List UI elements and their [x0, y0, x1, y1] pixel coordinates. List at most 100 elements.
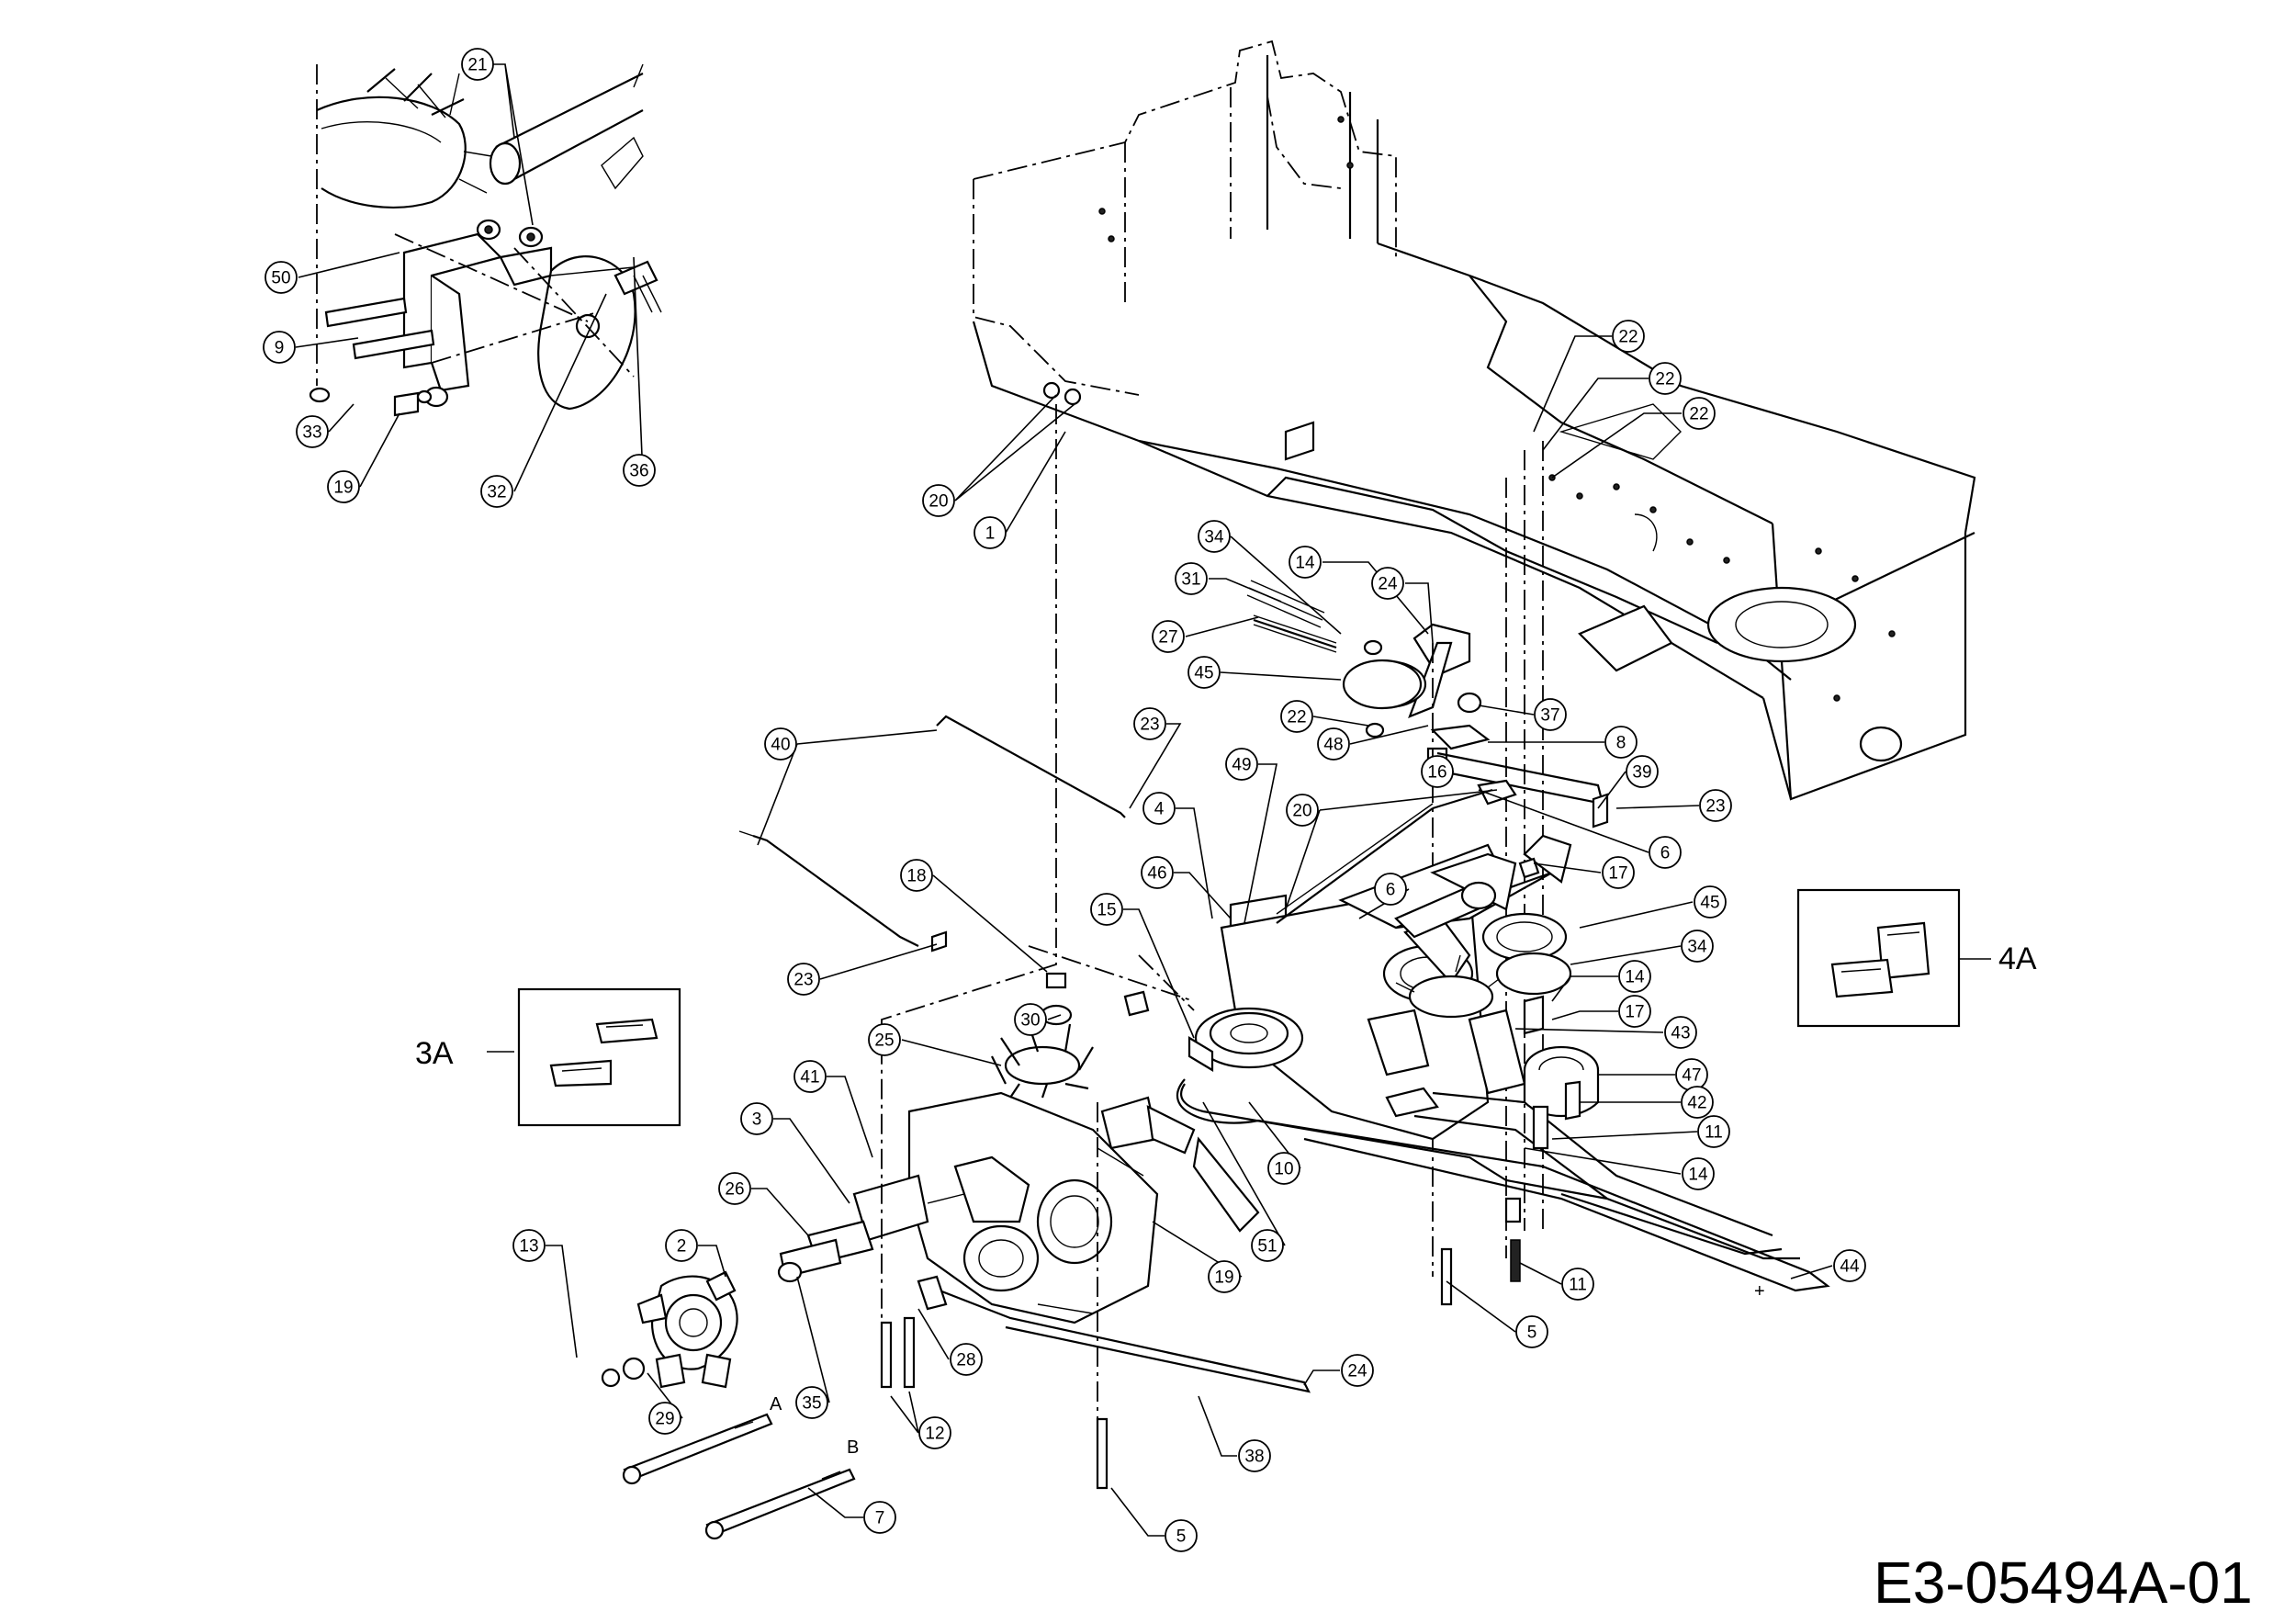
callout-5-low: 5: [1165, 1519, 1198, 1552]
callout-33: 33: [296, 415, 329, 448]
callout-circle: [1515, 1315, 1548, 1348]
callout-circle: [793, 1060, 827, 1093]
callout-number: 22: [1287, 708, 1306, 727]
callout-number: 6: [1660, 844, 1671, 863]
callout-circle: [740, 1102, 773, 1135]
callout-circle: [1681, 930, 1714, 963]
callout-number: 15: [1097, 901, 1116, 920]
callout-number: 39: [1632, 763, 1651, 783]
callout-circle: [950, 1343, 983, 1376]
callout-46: 46: [1141, 856, 1174, 889]
callout-number: 41: [800, 1068, 819, 1088]
detail-box-4a: [1796, 888, 1961, 1028]
callout-number: 17: [1608, 864, 1627, 884]
callout-number: 17: [1625, 1003, 1644, 1022]
callout-27: 27: [1152, 620, 1185, 653]
callout-circle: [1682, 1157, 1715, 1190]
callout-number: 22: [1689, 405, 1708, 424]
callout-18: 18: [900, 859, 933, 892]
callout-20-mid: 20: [1286, 794, 1319, 827]
detail-label-3a: 3A: [415, 1036, 454, 1071]
callout-49: 49: [1225, 748, 1258, 781]
callout-12: 12: [918, 1416, 951, 1449]
callout-number: 22: [1655, 370, 1674, 389]
callout-circle: [918, 1416, 951, 1449]
callout-44: 44: [1833, 1249, 1866, 1282]
callout-24-top: 24: [1371, 567, 1404, 600]
callout-14-top: 14: [1289, 546, 1322, 579]
callout-number: 11: [1705, 1123, 1723, 1143]
detail-box-3a: [517, 987, 681, 1127]
callout-15: 15: [1090, 893, 1123, 926]
callout-34-right: 34: [1681, 930, 1714, 963]
callout-number: 20: [1292, 802, 1311, 821]
belt-plus-mark: +: [1754, 1281, 1765, 1302]
callout-number: 30: [1020, 1011, 1040, 1031]
callout-circle: [1141, 856, 1174, 889]
callout-48: 48: [1317, 727, 1350, 761]
right-transaxle: [1176, 834, 1830, 1292]
callout-35: 35: [795, 1386, 828, 1419]
callout-number: 23: [793, 971, 813, 990]
callout-number: 32: [487, 483, 506, 502]
callout-number: 10: [1274, 1160, 1293, 1179]
hub-assembly: [601, 1270, 856, 1540]
callout-number: 49: [1232, 756, 1251, 775]
callout-32: 32: [480, 475, 513, 508]
callout-number: 14: [1688, 1166, 1708, 1185]
callout-19-low: 19: [1208, 1260, 1241, 1293]
callout-circle: [795, 1386, 828, 1419]
callout-circle: [1251, 1229, 1284, 1262]
callout-number: 9: [275, 339, 285, 358]
callout-16: 16: [1421, 755, 1454, 788]
callout-number: 31: [1181, 570, 1200, 590]
callout-circle: [1198, 520, 1231, 553]
callout-1: 1: [974, 516, 1007, 549]
callout-circle: [868, 1023, 901, 1056]
callout-circle: [1561, 1268, 1594, 1301]
callout-14-mid: 14: [1618, 960, 1651, 993]
callout-50: 50: [264, 261, 298, 294]
callout-47: 47: [1675, 1058, 1708, 1091]
control-rods: [738, 404, 1609, 1490]
callout-circle: [1534, 698, 1567, 731]
callout-number: 47: [1682, 1066, 1701, 1086]
callout-23-left: 23: [787, 963, 820, 996]
callout-number: 37: [1540, 706, 1559, 726]
callout-circle: [900, 859, 933, 892]
callout-circle: [718, 1172, 751, 1205]
detail-label-4a: 4A: [1998, 941, 2037, 976]
callout-number: 23: [1705, 797, 1725, 817]
callout-number: 28: [956, 1351, 975, 1370]
callout-14-low: 14: [1682, 1157, 1715, 1190]
callout-circle: [1664, 1016, 1697, 1049]
callout-number: 19: [333, 479, 353, 498]
callout-circle: [974, 516, 1007, 549]
callout-36: 36: [623, 454, 656, 487]
callout-number: 50: [271, 269, 290, 288]
callout-circle: [1833, 1249, 1866, 1282]
callout-number: 29: [655, 1410, 674, 1429]
callout-circle: [1317, 727, 1350, 761]
left-transaxle: [777, 972, 1311, 1393]
shaft-marker-a: A: [770, 1394, 782, 1414]
callout-11-b: 11: [1561, 1268, 1594, 1301]
callout-number: 34: [1204, 528, 1224, 547]
inset-fan-bracket: [309, 63, 662, 417]
callout-circle: [648, 1402, 681, 1435]
callout-22-b: 22: [1649, 362, 1682, 395]
callout-circle: [480, 475, 513, 508]
callout-circle: [787, 963, 820, 996]
callout-number: 6: [1386, 881, 1396, 900]
shaft-marker-b: B: [847, 1437, 859, 1458]
callout-31: 31: [1175, 562, 1208, 595]
callout-number: 27: [1158, 628, 1177, 648]
callout-circle: [1421, 755, 1454, 788]
callout-circle: [296, 415, 329, 448]
callout-number: 34: [1687, 938, 1707, 957]
callout-10: 10: [1267, 1152, 1300, 1185]
callout-6-right: 6: [1649, 836, 1682, 869]
callout-circle: [764, 727, 797, 761]
callout-circle: [1371, 567, 1404, 600]
